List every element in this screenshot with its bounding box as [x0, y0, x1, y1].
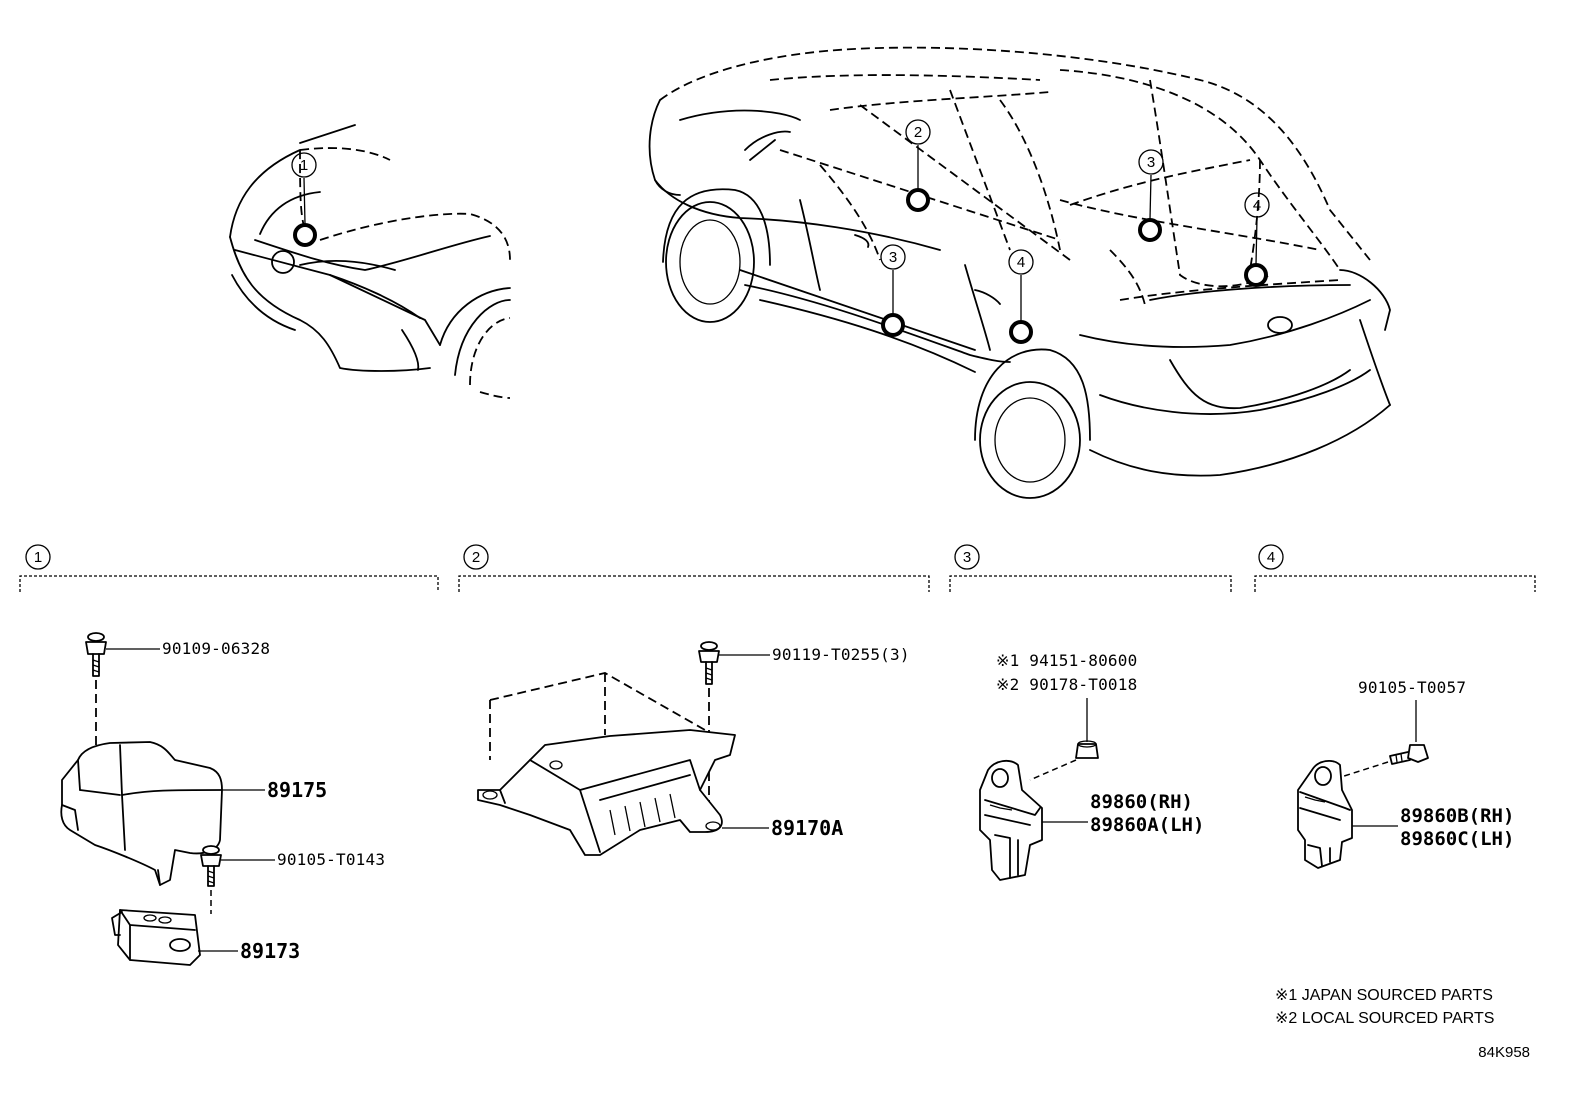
location-marker-4-rear	[1244, 263, 1268, 287]
part-number-90119-T0255-3: 90119-T0255(3)	[772, 645, 910, 664]
sensor-cover-89175	[60, 741, 223, 886]
bolt-icon	[1389, 744, 1429, 765]
part-number-94151-80600: ※1 94151-80600	[996, 651, 1137, 670]
section-headers: 1 2 3 4	[19, 544, 1536, 592]
section-4-callout: 4	[1267, 549, 1275, 566]
note-local-sourced: ※2 LOCAL SOURCED PARTS	[1275, 1010, 1494, 1027]
part-number-89860B-RH: 89860B(RH)	[1400, 805, 1514, 827]
location-marker-3-rear	[1138, 218, 1162, 242]
side-airbag-sensor-89860B	[1297, 759, 1353, 869]
locator-callout-1: 1	[300, 157, 308, 174]
section-1-parts: 90109-06328 89175 90105-T0143	[60, 632, 385, 966]
part-number-90109-06328: 90109-06328	[162, 639, 270, 658]
section-3-parts: ※1 94151-80600 ※2 90178-T0018 89860(RH) …	[979, 651, 1204, 881]
part-number-90105-T0057: 90105-T0057	[1358, 678, 1466, 697]
section-1-callout: 1	[34, 549, 42, 566]
part-number-89175: 89175	[267, 778, 327, 802]
bolt-icon	[698, 641, 720, 685]
part-number-90178-T0018: ※2 90178-T0018	[996, 675, 1137, 694]
part-number-89860A-LH: 89860A(LH)	[1090, 814, 1204, 836]
location-marker-4-side	[1009, 320, 1033, 344]
location-marker-1	[293, 223, 317, 247]
nut-icon	[1075, 740, 1099, 759]
section-2-parts: 90119-T0255(3) 89170A	[477, 641, 910, 856]
car-front-illustration	[229, 124, 511, 399]
location-marker-2	[906, 188, 930, 212]
section-2-callout: 2	[472, 549, 480, 566]
front-airbag-sensor-89173	[111, 909, 201, 966]
locator-callout-3-side: 3	[889, 249, 897, 266]
locator-callout-2: 2	[914, 124, 922, 141]
part-number-89170A: 89170A	[771, 816, 843, 840]
locator-callout-4-side: 4	[1017, 254, 1025, 271]
airbag-control-module-89170A	[477, 729, 736, 856]
diagram-code: 84K958	[1478, 1044, 1530, 1061]
locator-markers	[293, 188, 1268, 344]
note-japan-sourced: ※1 JAPAN SOURCED PARTS	[1275, 987, 1493, 1004]
locator-callout-4-rear: 4	[1253, 197, 1261, 214]
footnotes: ※1 JAPAN SOURCED PARTS ※2 LOCAL SOURCED …	[1275, 987, 1530, 1061]
car-body-illustration	[648, 46, 1391, 499]
section-3-callout: 3	[963, 549, 971, 566]
locator-callouts: 1 2 3 4 3 4	[291, 119, 1270, 321]
part-number-89860-RH: 89860(RH)	[1090, 791, 1193, 813]
part-number-89860C-LH: 89860C(LH)	[1400, 828, 1514, 850]
side-airbag-sensor-89860	[979, 759, 1043, 881]
locator-callout-3-rear: 3	[1147, 154, 1155, 171]
location-marker-3-side	[881, 313, 905, 337]
part-number-90105-T0143: 90105-T0143	[277, 850, 385, 869]
bolt-icon	[200, 845, 222, 887]
part-number-89173: 89173	[240, 939, 300, 963]
bolt-icon	[85, 632, 107, 677]
section-4-parts: 90105-T0057 89860B(RH) 89860C(LH)	[1297, 678, 1514, 869]
